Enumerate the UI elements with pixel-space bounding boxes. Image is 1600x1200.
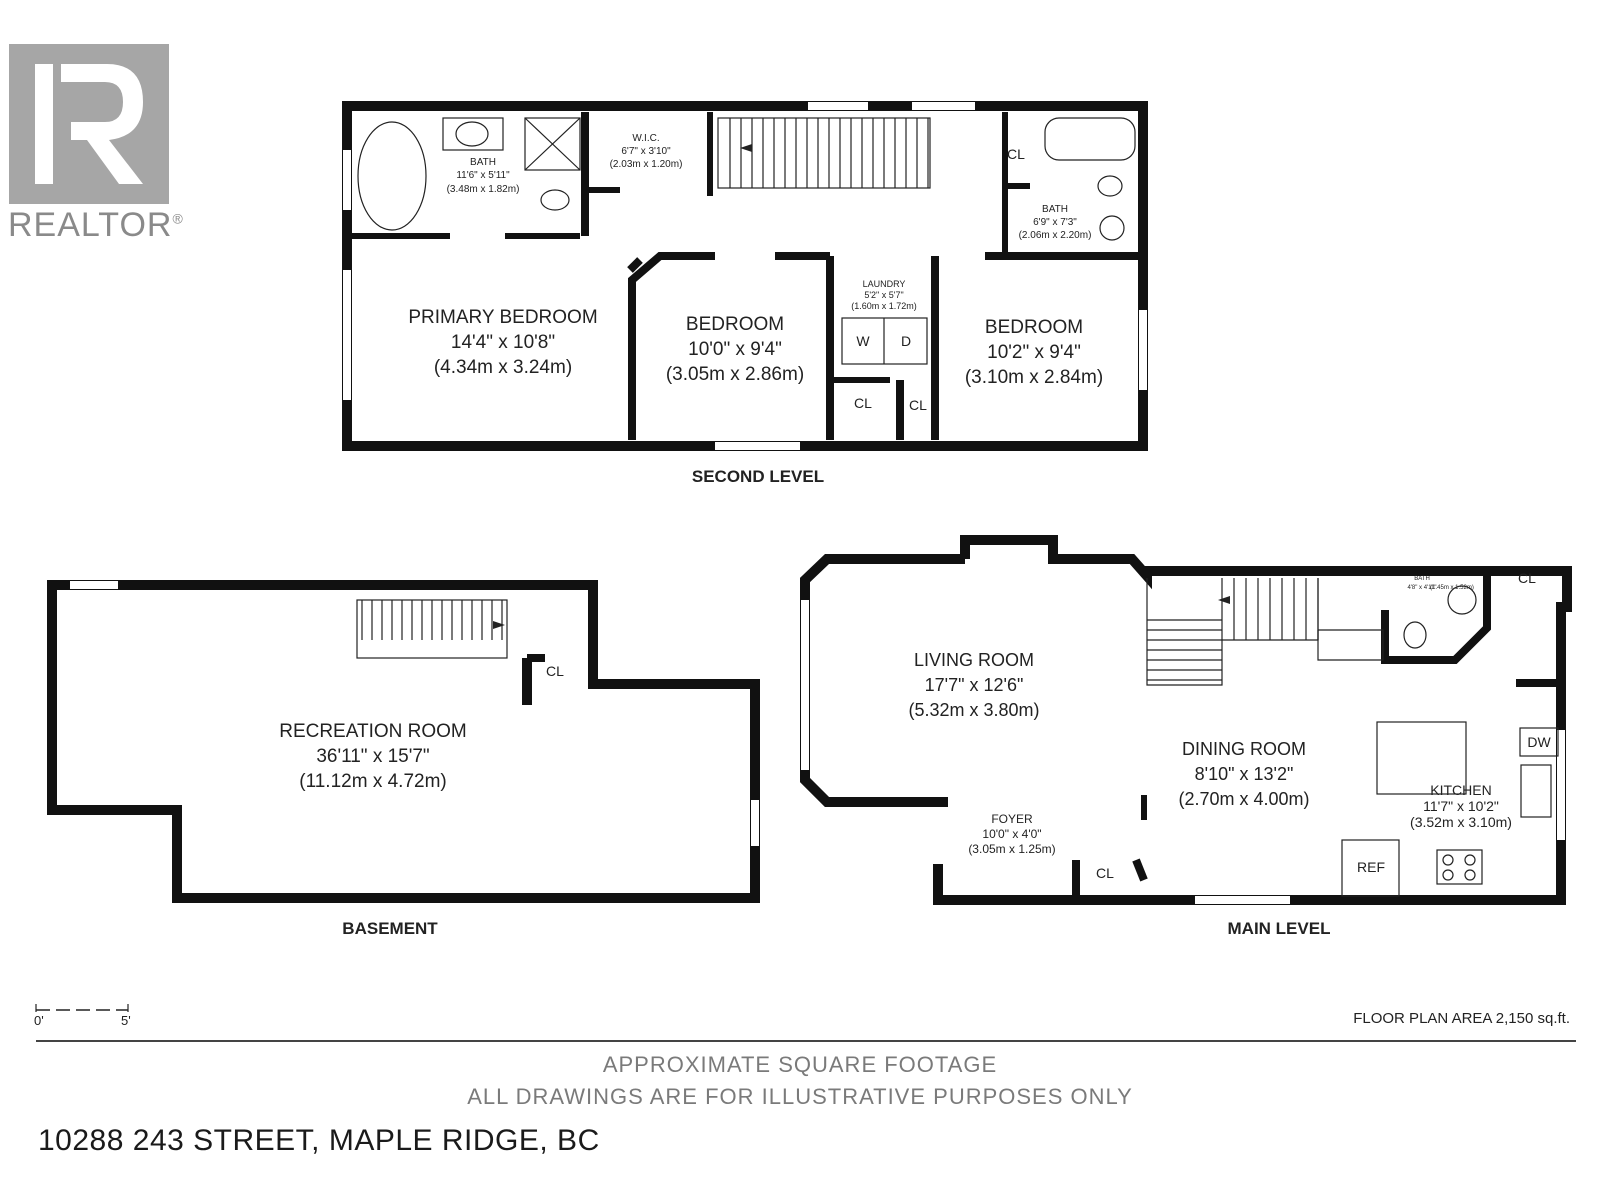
room-dim-imperial: 11'6" x 5'11"	[456, 170, 510, 181]
shower-icon	[524, 117, 581, 171]
room-dim-metric: (5.32m x 3.80m)	[908, 700, 1039, 720]
sink-icon	[455, 121, 489, 147]
room-dim-metric: (3.05m x 2.86m)	[666, 364, 804, 385]
closet-label: CL	[1518, 570, 1536, 586]
refrigerator	[1341, 839, 1400, 897]
disclaimer-line-1: APPROXIMATE SQUARE FOOTAGE	[602, 1052, 998, 1077]
room-dim-metric: (11.12m x 4.72m)	[299, 771, 446, 792]
room-dim-imperial: 6'7" x 3'10"	[621, 146, 671, 157]
room-dim-imperial: 10'0" x 9'4"	[688, 339, 782, 360]
toilet-icon	[1097, 175, 1123, 197]
room-dim-metric: (3.05m x 1.25m)	[968, 842, 1055, 856]
realtor-r-icon	[9, 44, 169, 204]
room-dim-imperial: 17'7" x 12'6"	[925, 675, 1024, 695]
room-dim-metric: (2.70m x 4.00m)	[1178, 789, 1309, 809]
dishwasher	[1519, 727, 1559, 757]
room-name-dining-room: DINING ROOM	[1182, 739, 1306, 759]
closet-label: CL	[854, 395, 872, 411]
room-dim-metric: (3.10m x 2.84m)	[965, 367, 1103, 388]
room-dim-metric: (2.03m x 1.20m)	[610, 159, 683, 170]
room-dim-metric: (3.52m x 3.10m)	[1410, 814, 1512, 830]
stove-icon	[1436, 849, 1483, 885]
room-name-living-room: LIVING ROOM	[914, 650, 1034, 670]
room-dim-metric: (1.60m x 1.72m)	[851, 301, 917, 311]
room-dim-imperial: 8'10" x 13'2"	[1195, 764, 1294, 784]
room-dim-imperial: 5'2" x 5'7"	[864, 290, 903, 300]
room-name-bath: BATH	[1042, 204, 1068, 215]
scale-start-label: 0'	[34, 1013, 44, 1028]
refrigerator-label: REF	[1357, 859, 1385, 875]
scale-bar	[35, 1004, 129, 1012]
realtor-wordmark: REALTOR®	[8, 206, 184, 244]
main-level-outline	[933, 535, 1572, 905]
room-dim-imperial: 6'9" x 7'3"	[1033, 217, 1077, 228]
room-dim-imperial: 36'11" x 15'7"	[316, 746, 429, 767]
room-name-wic: W.I.C.	[632, 133, 659, 144]
disclaimer-line-2: ALL DRAWINGS ARE FOR ILLUSTRATIVE PURPOS…	[467, 1084, 1133, 1109]
closet-label: CL	[1096, 865, 1114, 881]
level-title-basement: BASEMENT	[342, 919, 438, 938]
second-level-stairs	[717, 117, 931, 189]
basement-outline	[47, 580, 760, 903]
room-name-recreation-room: RECREATION ROOM	[279, 721, 467, 742]
room-name-laundry: LAUNDRY	[863, 279, 906, 289]
second-level-plan: W D PRIMARY BEDROOM 14'4" x 10'8" (4.34m…	[342, 101, 1148, 486]
dryer-label: D	[901, 333, 911, 349]
closet-label: CL	[1007, 146, 1025, 162]
room-name-bath: BATH	[470, 157, 496, 168]
room-dim-imperial: 10'2" x 9'4"	[987, 342, 1081, 363]
kitchen-island	[1376, 721, 1467, 795]
room-name-bedroom: BEDROOM	[985, 317, 1083, 338]
floor-plan-area: FLOOR PLAN AREA 2,150 sq.ft.	[1353, 1010, 1570, 1027]
washer-label: W	[856, 333, 870, 349]
room-dim-metric: (1.45m x 1.52m)	[1430, 585, 1474, 591]
scale-end-label: 5'	[121, 1013, 131, 1028]
room-name-bedroom: BEDROOM	[686, 314, 784, 335]
bathtub-icon	[357, 121, 427, 231]
toilet-icon	[540, 189, 570, 211]
main-level-stairs	[1146, 578, 1384, 686]
room-name-foyer: FOYER	[991, 812, 1033, 826]
room-dim-imperial: 10'0" x 4'0"	[982, 827, 1041, 841]
room-dim-imperial: 11'7" x 10'2"	[1423, 798, 1499, 814]
level-title-second: SECOND LEVEL	[692, 467, 824, 486]
property-address: 10288 243 STREET, MAPLE RIDGE, BC	[38, 1124, 600, 1157]
room-name-kitchen: KITCHEN	[1430, 782, 1491, 798]
kitchen-sink-icon	[1520, 764, 1552, 818]
room-dim-metric: (3.48m x 1.82m)	[447, 184, 520, 195]
sink-icon	[1099, 215, 1125, 241]
basement-plan: CL RECREATION ROOM 36'11" x 15'7" (11.12…	[47, 580, 760, 938]
room-dim-imperial: 4'8" x 4'11"	[1407, 585, 1436, 591]
bathtub-icon	[1044, 117, 1136, 161]
room-dim-metric: (2.06m x 2.20m)	[1019, 230, 1092, 241]
room-dim-imperial: 14'4" x 10'8"	[451, 332, 555, 353]
closet-label: CL	[546, 663, 564, 679]
main-level-plan: BATH 4'8" x 4'11" (1.45m x 1.52m) DW REF…	[800, 535, 1572, 938]
room-dim-metric: (4.34m x 3.24m)	[434, 357, 572, 378]
realtor-logo: REALTOR®	[8, 44, 184, 245]
closet-label: CL	[909, 397, 927, 413]
room-name-bath: BATH	[1414, 576, 1430, 582]
level-title-main: MAIN LEVEL	[1228, 919, 1331, 938]
dishwasher-label: DW	[1527, 734, 1551, 750]
footer-divider	[36, 1040, 1576, 1042]
room-name-primary-bedroom: PRIMARY BEDROOM	[408, 307, 597, 328]
sink-icon	[1447, 585, 1477, 615]
toilet-icon	[1403, 621, 1427, 649]
